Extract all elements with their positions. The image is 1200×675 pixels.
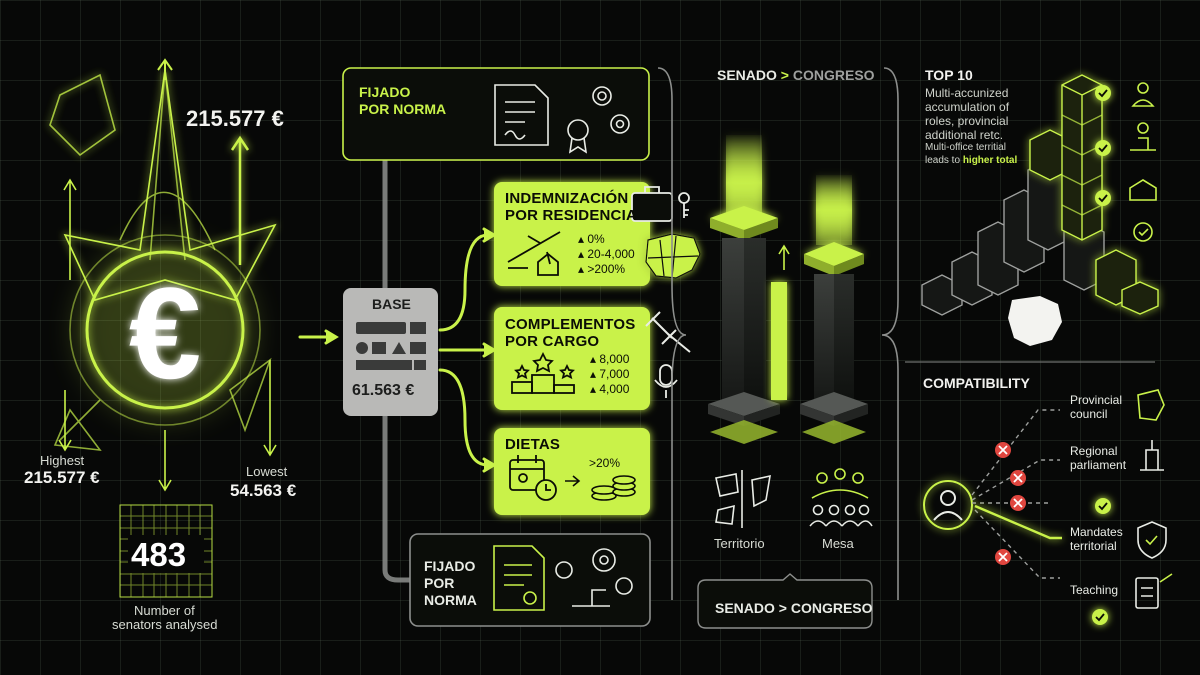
check-icon <box>1092 85 1111 625</box>
coins-icon <box>591 475 636 501</box>
flow-trunk <box>382 160 410 583</box>
card-cargo-items: ▴ 8,000 ▴ 7,000 ▴ 4,000 <box>590 352 630 396</box>
euro-emblem <box>49 58 277 492</box>
card-residencia-items: ▴ 0% ▴ 20-4,000 ▴ >200% <box>578 232 635 276</box>
footer-callout <box>697 573 873 629</box>
base-box <box>343 288 438 416</box>
lowest-value: 54.563 € <box>230 481 297 500</box>
gavel-icon <box>645 311 691 353</box>
calendar-icon <box>509 455 545 491</box>
highest-value: 215.577 € <box>24 468 100 487</box>
compat-allowed-link <box>974 504 1062 540</box>
suitcase-icon <box>631 186 673 222</box>
label-territorio: Territorio <box>714 536 765 551</box>
user-icon <box>923 480 973 530</box>
base-label: BASE <box>372 296 411 312</box>
bottom-document-icon <box>493 545 545 611</box>
compat-item-teaching: Teaching <box>1070 583 1119 597</box>
compat-item-icons <box>1135 389 1173 609</box>
count-caption-line2: senators analysed <box>112 617 218 632</box>
bracket-left <box>657 67 687 600</box>
top-amount: 215.577 € <box>186 106 284 131</box>
bottom-rule-box <box>409 533 651 627</box>
document-icon <box>494 84 589 154</box>
card-dietas-item: >20% <box>589 456 621 470</box>
top10-note: Multi-office territial leads to higher t… <box>925 142 1018 166</box>
mesa-people-icon <box>809 468 873 527</box>
spain-map-icon <box>645 233 701 279</box>
top10-spain-map-icon <box>1008 296 1062 346</box>
base-value: 61.563 € <box>352 382 415 399</box>
gap-bar <box>771 282 787 400</box>
top10-cubes <box>921 74 1159 316</box>
clock-icon <box>535 479 557 501</box>
compare-footer: SENADO > CONGRESO <box>715 600 873 616</box>
key-icon <box>678 192 690 218</box>
label-mesa: Mesa <box>822 536 854 551</box>
euro-icon: € <box>129 260 201 406</box>
senator-count: 483 <box>131 536 187 573</box>
compat-item-regional: Regional parliament <box>1070 444 1127 472</box>
lowest-label: Lowest <box>246 464 288 479</box>
compare-header: SENADO > CONGRESO <box>717 67 875 83</box>
highest-label: Highest <box>40 453 85 468</box>
pillar-senado <box>708 135 780 444</box>
compat-item-provincial: Provincial council <box>1070 393 1123 421</box>
top10-role-icons <box>1129 82 1157 242</box>
card-residencia <box>494 182 650 286</box>
card-dietas-title: DIETAS <box>505 436 561 453</box>
compat-connectors <box>971 409 1060 579</box>
microphone-icon <box>654 364 678 398</box>
top10-title: TOP 10 <box>925 67 973 83</box>
top10-description: Multi-accunized accumulation of roles, p… <box>925 86 1010 142</box>
svg-text:€: € <box>129 260 201 406</box>
card-cargo <box>494 307 650 410</box>
compat-item-mandates: Mandates territorial <box>1070 525 1123 553</box>
cross-icon <box>995 442 1026 565</box>
count-caption-line1: Number of <box>134 603 195 618</box>
bottom-gear-icon <box>555 548 633 607</box>
top-rule-box <box>342 67 650 161</box>
base-glyphs <box>356 322 426 370</box>
pillar-congreso <box>800 175 868 444</box>
flow-connectors <box>298 227 497 473</box>
podium-icon <box>511 351 575 394</box>
compat-title: COMPATIBILITY <box>923 375 1030 391</box>
bracket-right <box>881 67 899 600</box>
gear-icon <box>592 86 630 134</box>
dietas-arrow <box>565 475 581 487</box>
house-icon <box>537 252 559 276</box>
territory-icon <box>715 470 771 528</box>
